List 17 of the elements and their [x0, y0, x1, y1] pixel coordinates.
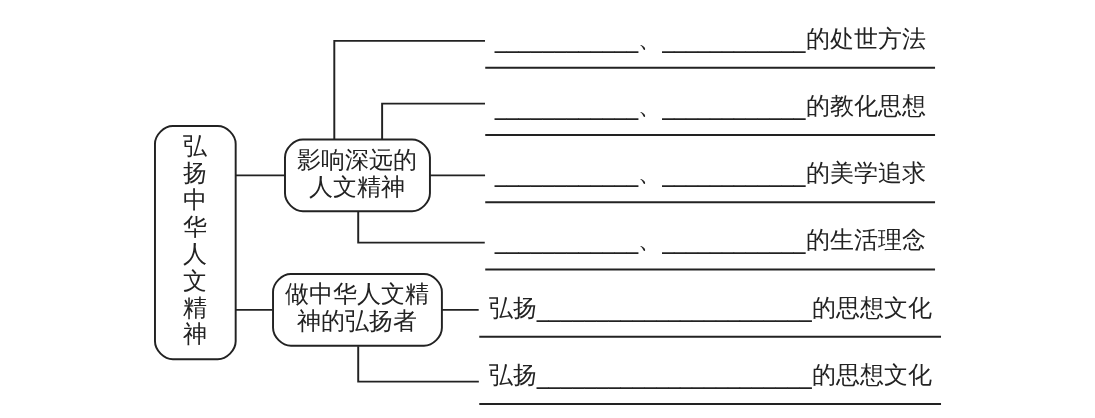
connector	[440, 308, 480, 311]
node-text: ____________、____________的处世方法	[494, 24, 926, 53]
connector	[428, 174, 486, 177]
node-text: 弘扬_______________________的思想文化	[488, 293, 932, 322]
node-box: 弘扬中华人文精神	[153, 125, 237, 361]
connector	[234, 174, 286, 177]
node-text: ____________、____________的美学追求	[494, 159, 926, 188]
node-text: 弘扬_______________________的思想文化	[488, 360, 932, 389]
node-box: 影响深远的人文精神	[283, 138, 431, 213]
connector	[356, 210, 486, 244]
node-text: ____________、____________的教化思想	[494, 91, 926, 120]
node-box: 做中华人文精神的弘扬者	[271, 273, 443, 347]
connector	[356, 345, 480, 383]
connector	[332, 39, 486, 141]
connector	[234, 308, 273, 311]
connector	[380, 102, 486, 141]
node-text: ____________、____________的生活理念	[494, 226, 926, 255]
